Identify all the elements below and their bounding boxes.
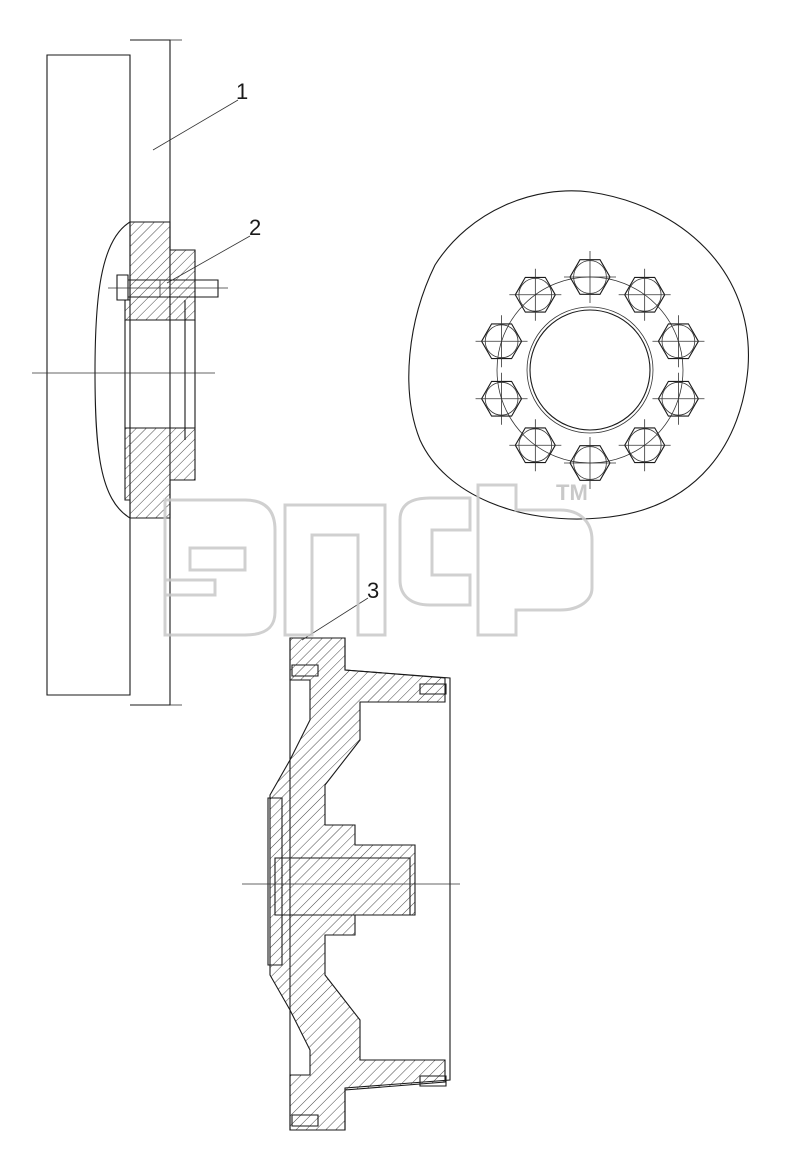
watermark-logo: TM — [163, 480, 594, 637]
callout-1-number: 1 — [236, 79, 248, 104]
hub-section-view — [242, 637, 460, 1131]
flywheel-front-view — [408, 190, 749, 520]
flywheel-side-view — [32, 39, 228, 706]
callout-2-number: 2 — [249, 215, 261, 240]
bolt-circle — [475, 251, 705, 489]
callout-2: 2 — [166, 215, 261, 284]
callout-3-number: 3 — [367, 578, 379, 603]
callout-1: 1 — [152, 79, 248, 151]
callout-3: 3 — [301, 578, 379, 641]
watermark-tm: TM — [556, 480, 588, 505]
